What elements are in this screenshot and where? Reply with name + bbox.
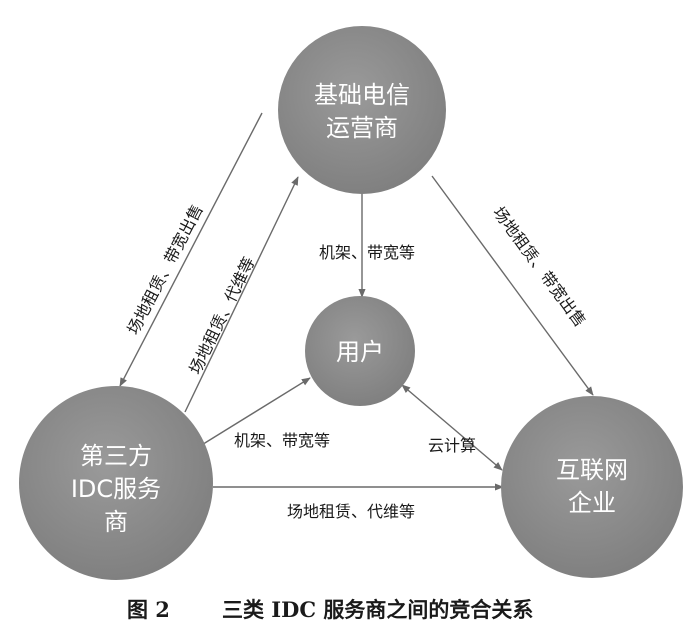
label-internet-to-user: 云计算: [428, 436, 476, 455]
node-user: 用户: [305, 296, 415, 406]
node-operator: 基础电信 运营商: [278, 26, 446, 194]
caption-title: 三类 IDC 服务商之间的竞合关系: [222, 597, 533, 622]
arrow-internet-user: [401, 384, 503, 471]
node-idc-line1: 第三方: [80, 442, 152, 470]
arrow-idc-to-user: [199, 377, 311, 447]
node-user-line1: 用户: [336, 338, 384, 366]
node-internet-line2: 企业: [568, 489, 616, 517]
node-internet-line1: 互联网: [556, 456, 628, 484]
label-idc-to-user: 机架、带宽等: [234, 431, 330, 450]
label-idc-to-operator: 场地租赁、代维等: [185, 254, 258, 377]
label-operator-to-user: 机架、带宽等: [319, 243, 415, 262]
label-operator-to-internet: 场地租赁、带宽出售: [489, 203, 590, 330]
caption-figure-number: 图 2: [127, 597, 170, 622]
node-idc: 第三方 IDC服务 商: [19, 386, 213, 580]
node-operator-line2: 运营商: [326, 114, 398, 142]
arrow-operator-to-idc: [119, 112, 263, 387]
label-idc-to-internet: 场地租赁、代维等: [287, 502, 415, 521]
label-operator-to-idc: 场地租赁、带宽出售: [123, 201, 206, 338]
arrow-operator-to-internet: [431, 175, 594, 396]
arrow-idc-to-operator: [184, 176, 299, 413]
node-operator-line1: 基础电信: [314, 81, 410, 109]
node-internet: 互联网 企业: [501, 396, 683, 578]
node-idc-line3: 商: [104, 508, 128, 536]
node-idc-line2: IDC服务: [71, 475, 161, 503]
figure-caption: 图 2 三类 IDC 服务商之间的竞合关系: [127, 597, 533, 622]
